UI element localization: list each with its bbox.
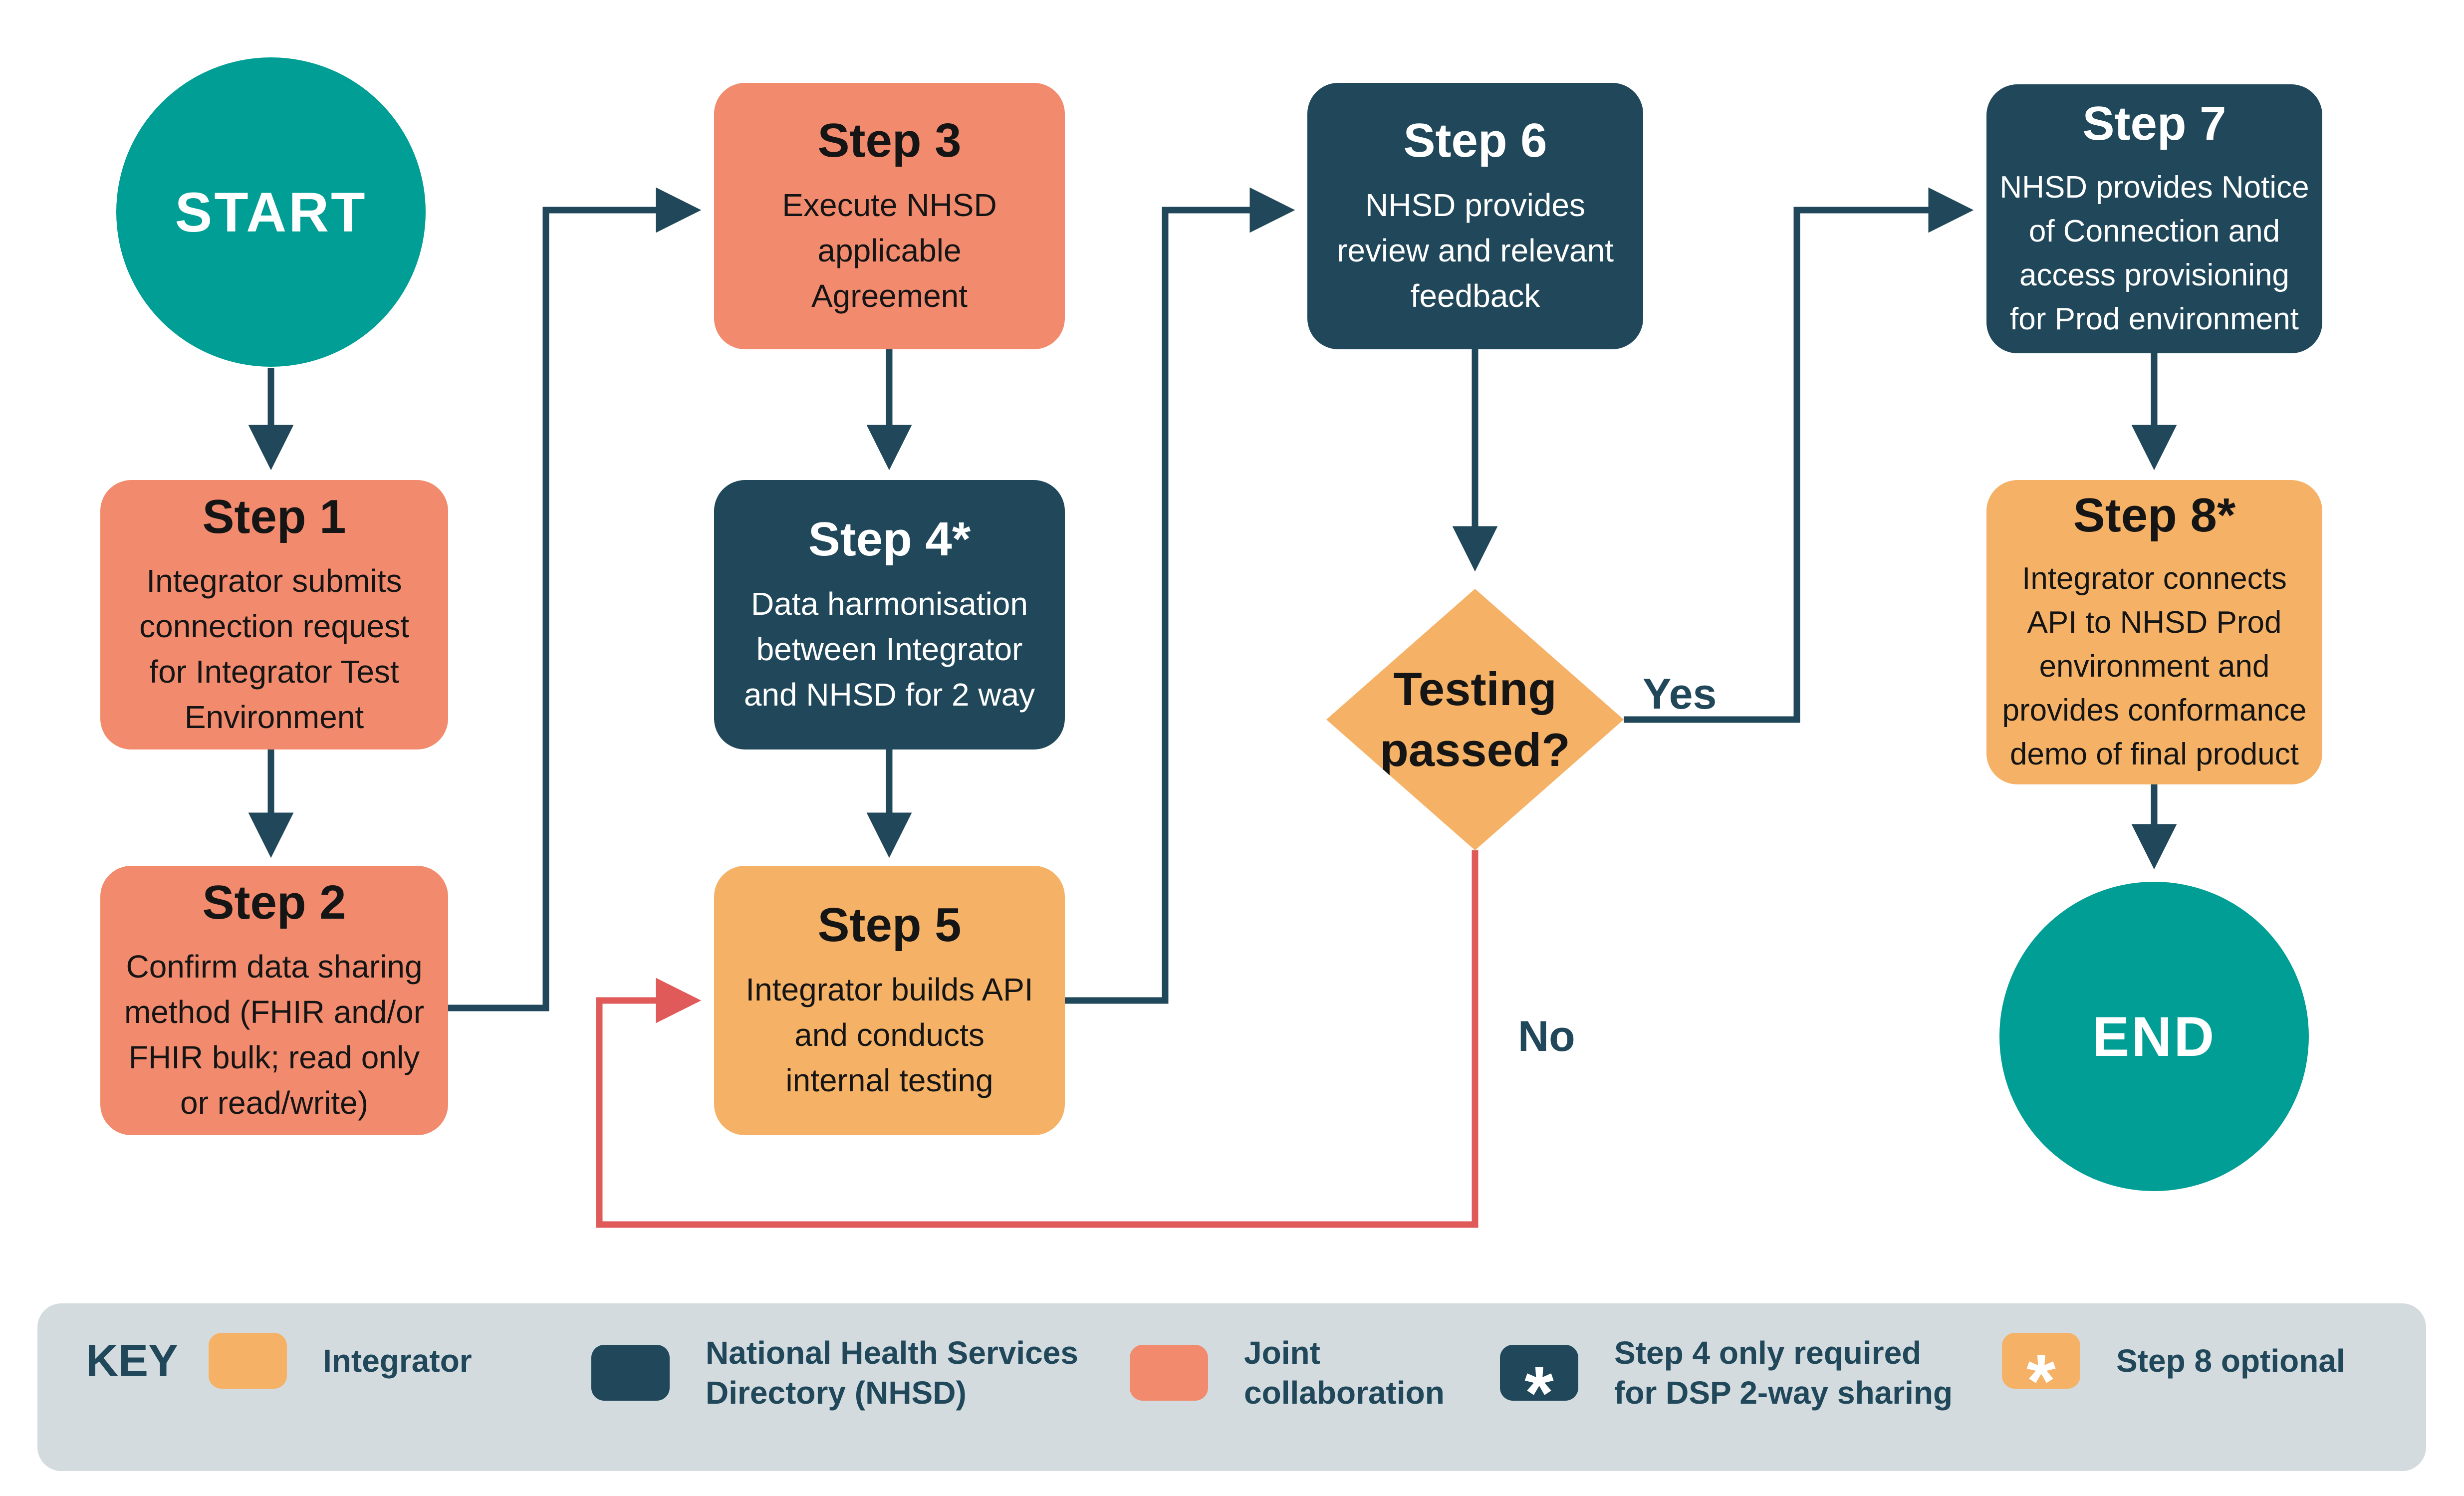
step1-title: Step 1	[202, 490, 346, 544]
key-title: KEY	[86, 1335, 179, 1386]
connector-decision-yes-step7	[1624, 187, 1974, 723]
integrator-color-swatch	[209, 1333, 287, 1389]
nhsd-color-swatch	[591, 1345, 670, 1401]
key-item-joint-collaboration: Joint collaboration	[1130, 1333, 1474, 1413]
node-step1: Step 1 Integrator submits connection req…	[100, 480, 448, 749]
key-item-label: National Health Services Directory (NHSD…	[706, 1335, 1078, 1411]
node-step7: Step 7 NHSD provides Notice of Connectio…	[1986, 84, 2322, 353]
step3-title: Step 3	[817, 114, 962, 168]
key-item-nhsd: National Health Services Directory (NHSD…	[591, 1333, 1105, 1413]
step6-body: NHSD provides review and relevant feedba…	[1337, 187, 1614, 314]
connector-step5-step6	[1065, 187, 1295, 1004]
key-item-step4-note: * Step 4 only required for DSP 2-way sha…	[1500, 1333, 1964, 1430]
step6-title: Step 6	[1403, 114, 1547, 168]
start-node: START	[116, 57, 426, 367]
step2-body: Confirm data sharing method (FHIR and/or…	[124, 949, 425, 1121]
key-item-step8-note: * Step 8 optional	[2002, 1333, 2345, 1418]
end-node: END	[1999, 882, 2309, 1191]
step7-title: Step 7	[2082, 97, 2226, 151]
node-step4: Step 4* Data harmonisation between Integ…	[714, 480, 1065, 749]
step1-body: Integrator submits connection request fo…	[139, 563, 409, 736]
joint-collaboration-color-swatch	[1130, 1345, 1208, 1401]
connector-step2-step3	[448, 187, 702, 1011]
step7-body: NHSD provides Notice of Connection and a…	[1999, 170, 2309, 336]
key-item-label: Integrator	[323, 1343, 472, 1379]
node-step3: Step 3 Execute NHSD applicable Agreement	[714, 83, 1065, 349]
node-step5: Step 5 Integrator builds API and conduct…	[714, 866, 1065, 1135]
step3-body: Execute NHSD applicable Agreement	[782, 187, 997, 314]
step4-title: Step 4*	[808, 512, 971, 566]
decision-label: Testing passed?	[1380, 662, 1570, 776]
key-item-integrator: Integrator	[209, 1333, 472, 1389]
step8-note-color-swatch: *	[2002, 1333, 2080, 1418]
step5-title: Step 5	[817, 898, 962, 952]
step5-body: Integrator builds API and conducts inter…	[745, 971, 1033, 1098]
start-label: START	[175, 181, 367, 244]
step4-note-color-swatch: *	[1500, 1345, 1578, 1430]
step8-body: Integrator connects API to NHSD Prod env…	[2002, 561, 2307, 772]
node-step8: Step 8* Integrator connects API to NHSD …	[1986, 480, 2322, 784]
key-item-label: Step 4 only required for DSP 2-way shari…	[1614, 1335, 1953, 1411]
key-item-label: Step 8 optional	[2116, 1343, 2345, 1379]
step2-title: Step 2	[202, 876, 346, 930]
yes-branch-label: Yes	[1643, 670, 1717, 718]
key-item-label: Joint collaboration	[1244, 1335, 1445, 1411]
node-step2: Step 2 Confirm data sharing method (FHIR…	[100, 866, 448, 1135]
step8-title: Step 8*	[2073, 488, 2236, 542]
node-step6: Step 6 NHSD provides review and relevant…	[1307, 83, 1643, 349]
no-branch-label: No	[1518, 1012, 1575, 1060]
end-label: END	[2092, 1005, 2217, 1068]
step4-body: Data harmonisation between Integrator an…	[743, 585, 1035, 713]
decision-diamond: Testing passed?	[1326, 589, 1624, 850]
